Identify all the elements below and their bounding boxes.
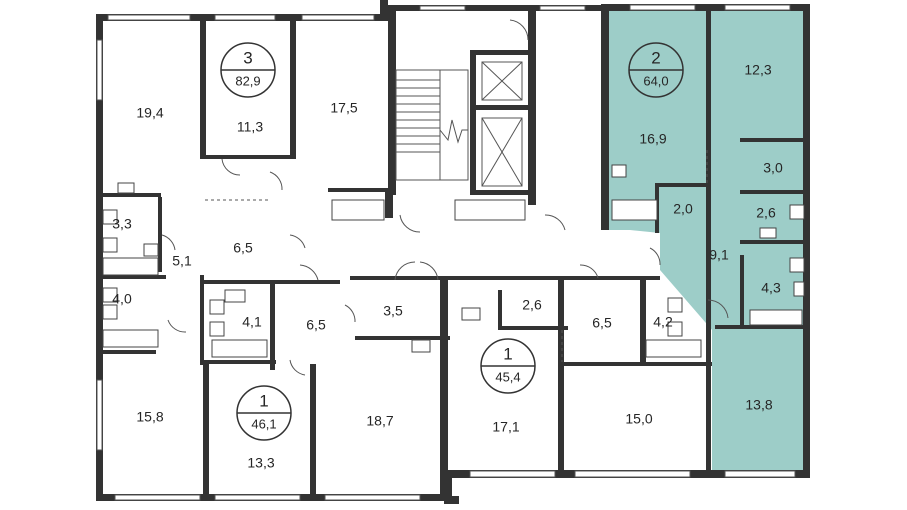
room-area: 11,3 (237, 119, 263, 135)
room-area: 6,5 (592, 315, 612, 331)
room-area: 16,9 (639, 131, 666, 147)
room-area: 6,5 (233, 240, 253, 256)
room-area: 4,2 (653, 314, 673, 330)
room-area: 15,8 (136, 409, 163, 425)
apartment-badge-3: 3 82,9 (220, 42, 276, 98)
room-area: 17,1 (492, 419, 519, 435)
apt-1a-area: 46,1 (251, 416, 276, 431)
room-area: 3,0 (763, 160, 783, 176)
apartment-badge-1b: 1 45,4 (480, 338, 536, 394)
bath-fixtures (102, 164, 805, 358)
doors (161, 19, 729, 376)
apartment-badge-1a: 1 46,1 (236, 385, 292, 441)
room-area: 17,5 (330, 100, 357, 116)
room-area: 2,0 (673, 201, 693, 217)
room-area: 9,1 (709, 247, 729, 263)
apt-3-number: 3 (243, 48, 252, 67)
room-area: 2,6 (756, 205, 776, 221)
room-area: 15,0 (625, 411, 652, 427)
room-area: 13,8 (745, 397, 772, 413)
elevators (481, 61, 523, 187)
room-area: 6,5 (306, 317, 326, 333)
room-area: 4,1 (242, 314, 262, 330)
interior-walls (96, 10, 808, 499)
room-area: 2,6 (522, 297, 542, 313)
staircase (395, 69, 469, 181)
apt-2-number: 2 (651, 48, 660, 67)
room-area: 4,0 (112, 291, 132, 307)
room-area: 13,3 (247, 455, 274, 471)
apt-1a-number: 1 (259, 391, 268, 410)
room-area: 3,5 (383, 303, 403, 319)
room-area: 3,3 (112, 216, 132, 232)
apt-2-area: 64,0 (643, 73, 668, 88)
apt-3-area: 82,9 (235, 73, 260, 88)
room-area: 19,4 (136, 105, 163, 121)
windows (96, 4, 796, 501)
room-labels: 19,4 11,3 17,5 3,3 5,1 6,5 4,0 15,8 4,1 … (112, 62, 783, 471)
room-area: 4,3 (761, 280, 781, 296)
room-area: 5,1 (172, 253, 192, 269)
apartment-badge-2: 2 64,0 (628, 42, 684, 98)
apt-1b-number: 1 (503, 344, 512, 363)
room-area: 12,3 (744, 62, 771, 78)
storage-units (331, 199, 658, 221)
room-area: 18,7 (366, 413, 393, 429)
apt-1b-area: 45,4 (495, 369, 520, 384)
